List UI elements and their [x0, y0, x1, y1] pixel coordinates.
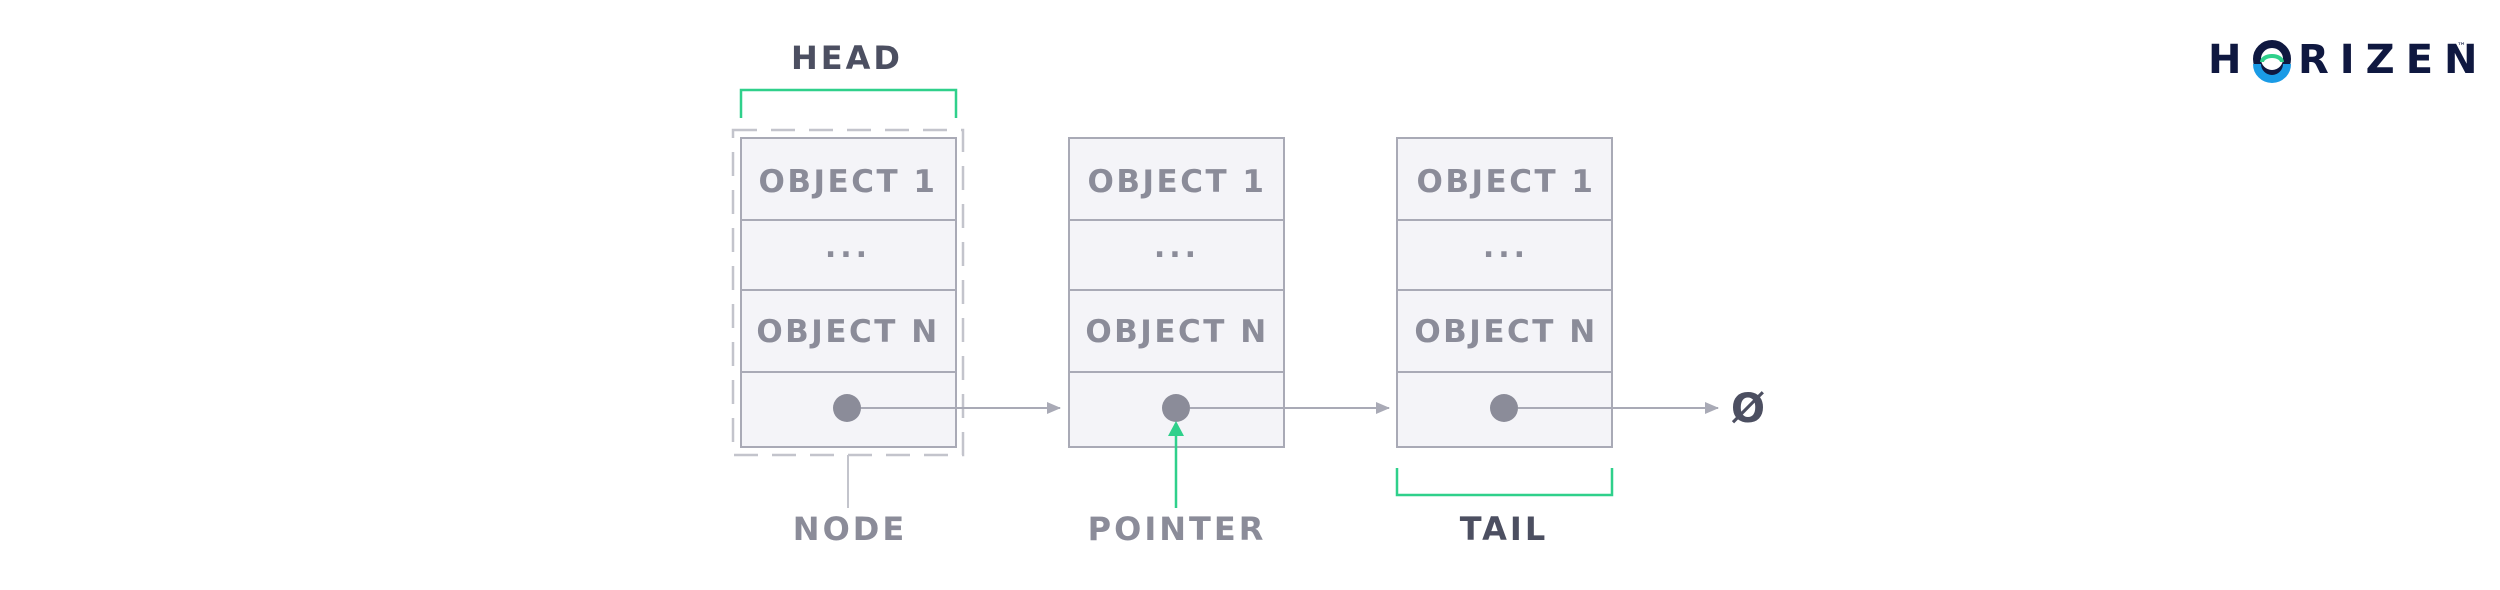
node-1-pointer-dot: [833, 394, 861, 422]
node-2-object-first: OBJECT 1: [1088, 164, 1267, 200]
head-bracket: [739, 88, 958, 118]
node-3: OBJECT 1 ... OBJECT N: [1396, 137, 1613, 448]
node-label: NODE: [793, 510, 907, 548]
horizen-o-icon: [2253, 40, 2291, 83]
node-1-body: [740, 137, 957, 448]
head-label: HEAD: [791, 39, 903, 77]
tail-label: TAIL: [1460, 510, 1548, 548]
node-1-object-first: OBJECT 1: [759, 164, 938, 200]
node-3-object-last: OBJECT N: [1414, 314, 1597, 350]
logo-trademark: ™: [2457, 42, 2466, 52]
node-1-ellipsis: ...: [825, 230, 871, 265]
node-1: OBJECT 1 ... OBJECT N: [740, 137, 957, 448]
node-1-object-last: OBJECT N: [756, 314, 939, 350]
logo-text-start: H: [2208, 37, 2252, 83]
pointer-indicator-arrowhead: [1168, 421, 1184, 436]
node-3-pointer-dot: [1490, 394, 1518, 422]
node-2-ellipsis: ...: [1154, 230, 1200, 265]
node-2-object-last: OBJECT N: [1085, 314, 1268, 350]
null-symbol: Ø: [1731, 386, 1765, 432]
pointer-label: POINTER: [1088, 510, 1267, 548]
node-3-ellipsis: ...: [1483, 230, 1529, 265]
node-2-pointer-dot: [1162, 394, 1190, 422]
node-3-object-first: OBJECT 1: [1417, 164, 1596, 200]
horizen-logo: H RIZEN ™: [2208, 37, 2489, 83]
node-2: OBJECT 1 ... OBJECT N: [1068, 137, 1285, 448]
logo-text-end: RIZEN: [2298, 37, 2489, 83]
tail-bracket: [1395, 468, 1614, 497]
